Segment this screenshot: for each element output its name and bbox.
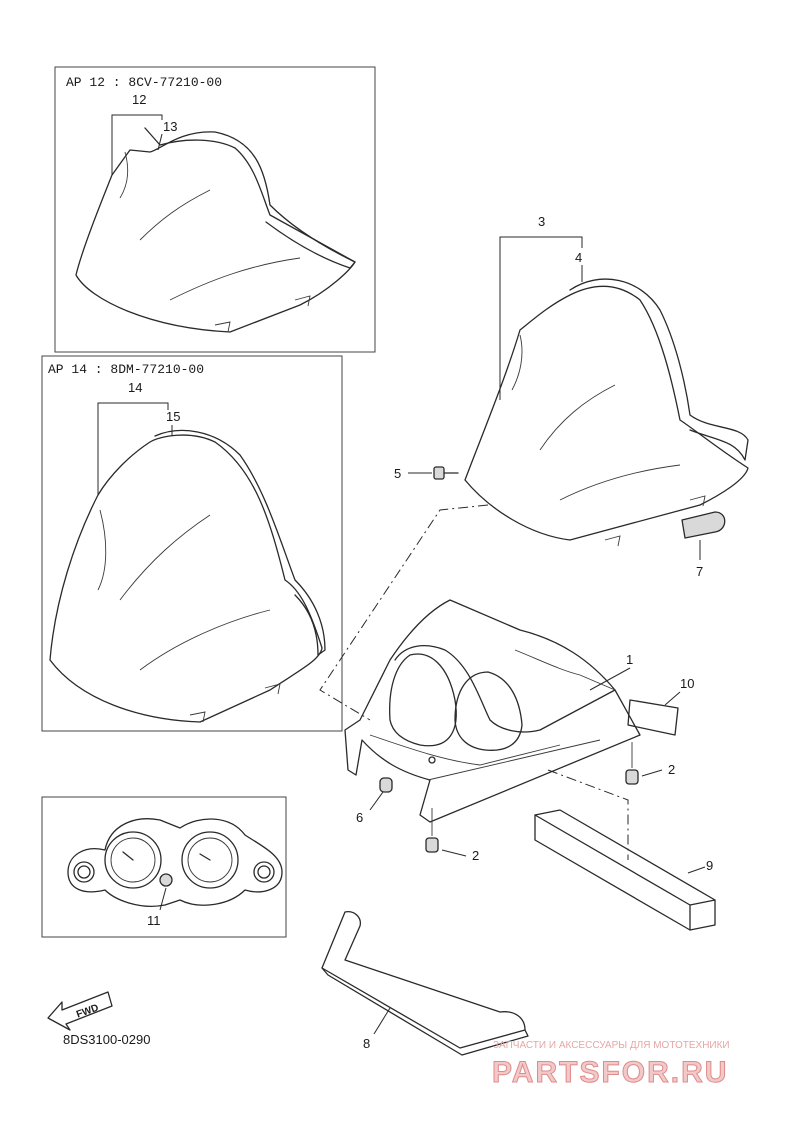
inset-gauge: 11	[41, 796, 287, 938]
bolt-2a: 2	[625, 742, 675, 785]
leader-9	[687, 866, 706, 874]
leader-3	[499, 236, 583, 400]
fwd-label: FWD	[75, 1003, 100, 1021]
bolt-2b: 2	[425, 808, 479, 863]
callout-5: 5	[394, 466, 401, 481]
inset-gauge-frame	[41, 796, 287, 938]
leader-2a	[641, 769, 663, 777]
leader-13	[157, 133, 163, 151]
callout-11: 11	[147, 913, 161, 928]
leader-12	[111, 114, 163, 175]
inset-ap12: AP 12 : 8CV-77210-00 12 13	[54, 66, 376, 353]
inset-ap14-frame	[41, 355, 343, 732]
assembly-line-a	[319, 504, 489, 721]
callout-10: 10	[680, 676, 694, 691]
callout-14: 14	[128, 380, 142, 395]
callout-12: 12	[132, 92, 146, 107]
pad-10: 10	[627, 676, 694, 736]
leader-10	[664, 691, 681, 706]
assembly-line-b	[547, 769, 629, 860]
leader-14	[97, 402, 169, 495]
fwd-arrow-icon: FWD	[47, 991, 113, 1031]
inset-ap14: AP 14 : 8DM-77210-00 14 15	[41, 355, 343, 732]
windshield-main: 3 4	[464, 214, 749, 547]
leader-1	[589, 667, 631, 691]
watermark: ЗАПЧАСТИ И АКСЕССУАРЫ ДЛЯ МОТОТЕХНИКИ PA…	[492, 1040, 730, 1090]
callout-4: 4	[575, 250, 582, 265]
callout-1: 1	[626, 652, 633, 667]
foam-strip-8: 8	[321, 911, 529, 1056]
leader-11	[159, 887, 167, 911]
foam-block-9: 9	[534, 809, 716, 931]
leader-2b	[441, 849, 467, 857]
watermark-subtitle: ЗАПЧАСТИ И АКСЕССУАРЫ ДЛЯ МОТОТЕХНИКИ	[493, 1040, 730, 1051]
watermark-brand: PARTSFOR.RU	[492, 1056, 728, 1089]
windshield-ap14	[49, 429, 326, 723]
callout-3: 3	[538, 214, 545, 229]
callout-13: 13	[163, 119, 177, 134]
callout-6: 6	[356, 810, 363, 825]
grommet-6: 6	[356, 777, 393, 825]
cowl-1: 1	[344, 599, 641, 823]
clip-7: 7	[681, 511, 726, 579]
callout-15: 15	[166, 409, 180, 424]
callout-7: 7	[696, 564, 703, 579]
callout-2a: 2	[668, 762, 675, 777]
gauge-cluster-11	[67, 818, 283, 911]
inset-ap14-title: AP 14 : 8DM-77210-00	[48, 362, 204, 377]
callout-9: 9	[706, 858, 713, 873]
windshield-ap12	[75, 127, 356, 333]
leader-8	[373, 1007, 391, 1035]
inset-ap12-title: AP 12 : 8CV-77210-00	[66, 75, 222, 90]
callout-8: 8	[363, 1036, 370, 1051]
diagram-code: 8DS3100-0290	[63, 1032, 150, 1047]
leader-6	[369, 791, 384, 811]
inset-ap12-frame	[54, 66, 376, 353]
screw-5: 5	[394, 466, 459, 481]
callout-2b: 2	[472, 848, 479, 863]
